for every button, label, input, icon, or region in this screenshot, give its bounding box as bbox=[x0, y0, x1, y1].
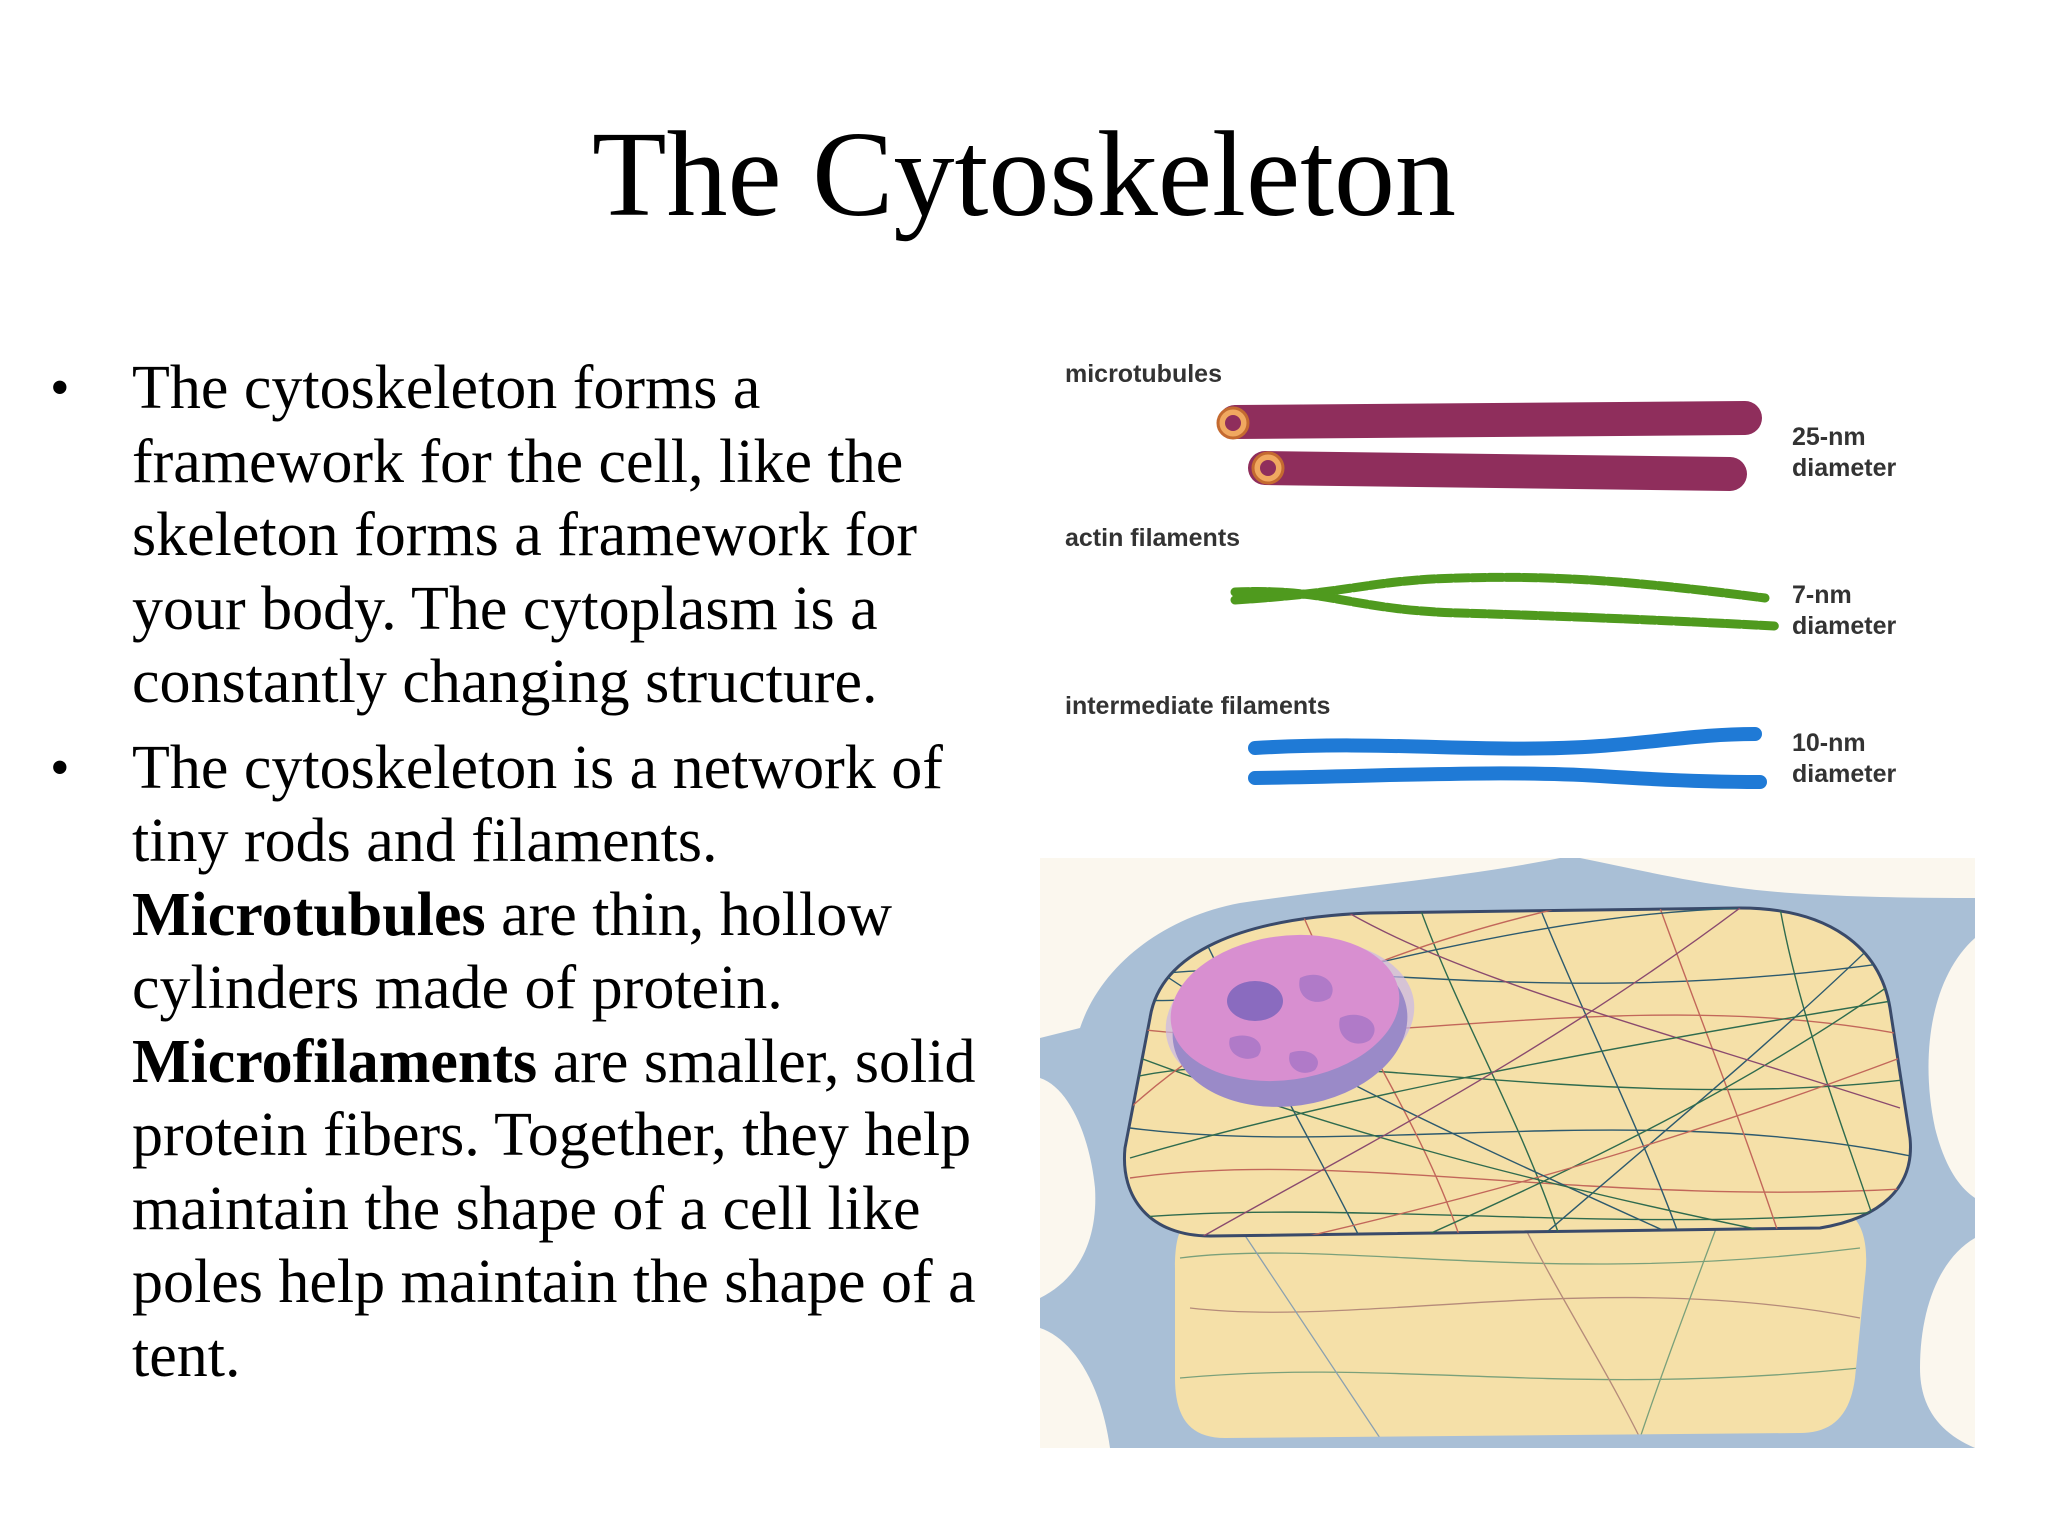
definition-microfilaments: are smaller, solid protein fibers. Toget… bbox=[132, 1027, 976, 1390]
term-microtubules: Microtubules bbox=[132, 880, 486, 949]
label-microtubules: microtubules bbox=[1065, 360, 1222, 388]
diameter-actin: 7-nm diameter bbox=[1792, 580, 1896, 642]
diameter-intermediate: 10-nm diameter bbox=[1792, 728, 1896, 790]
diameter-microtubules: 25-nm diameter bbox=[1792, 422, 1896, 484]
cell-cytoskeleton-illustration bbox=[1040, 858, 1975, 1448]
actin-filaments-drawing bbox=[1230, 572, 1780, 631]
diameter-value: 7-nm bbox=[1792, 581, 1852, 609]
bullet-item-network: • The cytoskeleton is a network of tiny … bbox=[50, 732, 1010, 1394]
microtubules-drawing bbox=[1216, 401, 1762, 491]
bullet-intro: The cytoskeleton is a network of tiny ro… bbox=[132, 733, 943, 876]
bullet-marker: • bbox=[50, 357, 70, 419]
diameter-unit: diameter bbox=[1792, 612, 1897, 640]
diameter-value: 10-nm bbox=[1792, 729, 1866, 757]
filament-drawings bbox=[1216, 401, 1780, 789]
diameter-value: 25-nm bbox=[1792, 423, 1866, 451]
label-actin-filaments: actin filaments bbox=[1065, 524, 1241, 552]
bullet-list: • The cytoskeleton forms a framework for… bbox=[50, 352, 1010, 1405]
term-microfilaments: Microfilaments bbox=[132, 1027, 538, 1096]
bullet-text: The cytoskeleton forms a framework for t… bbox=[132, 354, 918, 716]
filament-types-diagram: microtubules 25-nm diameter actin filame… bbox=[1040, 330, 1970, 860]
diameter-unit: diameter bbox=[1792, 760, 1897, 788]
cell-illustration-drawing bbox=[1040, 858, 1975, 1448]
diameter-unit: diameter bbox=[1792, 454, 1897, 482]
definition-microtubules: are thin, hollow cylinders made of prote… bbox=[132, 880, 892, 1023]
intermediate-filaments-drawing bbox=[1248, 727, 1767, 789]
slide-title: The Cytoskeleton bbox=[591, 107, 1456, 242]
label-intermediate-filaments: intermediate filaments bbox=[1065, 692, 1331, 720]
bullet-marker: • bbox=[50, 736, 70, 799]
bullet-item-framework: • The cytoskeleton forms a framework for… bbox=[50, 352, 1010, 720]
